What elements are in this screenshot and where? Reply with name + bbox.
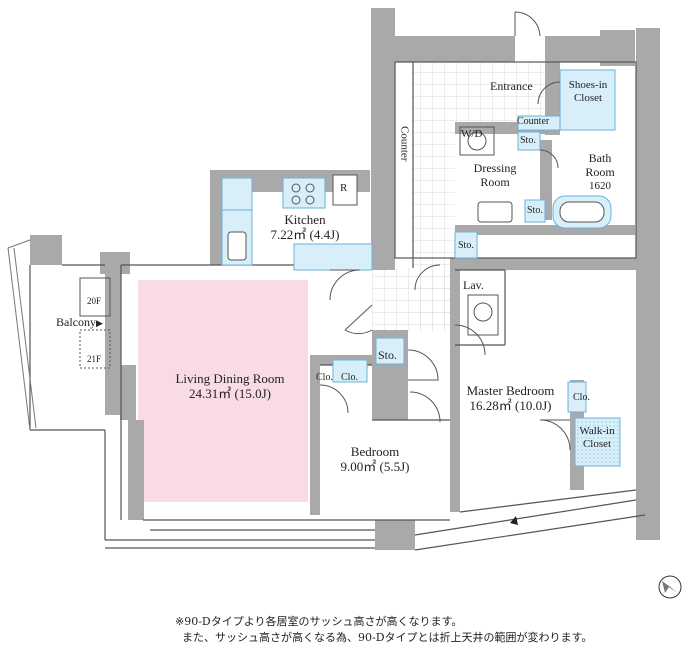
- walkin-dots: [575, 418, 620, 466]
- bath-fixtures: [332, 126, 612, 383]
- living-room-highlight: [138, 280, 308, 502]
- door-swings: [319, 11, 571, 451]
- ac-unit-21f: [79, 329, 111, 369]
- living-name: Living Dining Room: [175, 371, 285, 386]
- clo-bed1-label: Clo.: [316, 372, 333, 383]
- bath-room-label: Bath Room 1620: [575, 151, 625, 192]
- entrance-tile-floor: [413, 62, 558, 122]
- footnote-line1: ※90-Dタイプより各居室のサッシュ高さが高くなります。: [175, 615, 463, 628]
- bedroom-area: 9.00㎡ (5.5J): [340, 458, 410, 474]
- clo-master-label: Clo.: [573, 392, 590, 403]
- bath-line1: Bath: [588, 151, 612, 165]
- window-marker-icon: [510, 516, 518, 525]
- master-bedroom-label: Master Bedroom 16.28㎡ (10.0J): [458, 383, 563, 414]
- balcony-label: Balcony▶: [56, 315, 103, 330]
- entrance-label: Entrance: [490, 79, 533, 93]
- balcony-arrow-icon: ▶: [96, 318, 103, 328]
- bedroom-name: Bedroom: [350, 444, 400, 459]
- cooktop-icon: [291, 183, 315, 205]
- living-highlight-notch: [121, 280, 138, 360]
- kitchen-fixtures: [221, 177, 373, 271]
- clo-bed2-label: Clo.: [341, 372, 358, 383]
- kitchen-sink: [227, 231, 247, 261]
- sto-center-label: Sto.: [378, 348, 398, 362]
- sto-bath-label: Sto.: [527, 205, 543, 216]
- living-area: 24.31㎡ (15.0J): [189, 385, 271, 401]
- shoes-closet-label: Shoes-in Closet: [563, 79, 613, 104]
- bath-line2: Room: [585, 164, 615, 179]
- master-area: 16.28㎡ (10.0J): [469, 397, 552, 413]
- ac-unit-20f: [79, 277, 111, 317]
- north-arrow-icon: [658, 575, 682, 599]
- bedroom-label: Bedroom 9.00㎡ (5.5J): [325, 444, 425, 475]
- counter-corridor-label: Counter: [398, 126, 411, 162]
- balcony-rails: [7, 239, 37, 431]
- dressing-line2: Room: [480, 174, 510, 189]
- kitchen-area: 7.22㎡ (4.4J): [270, 226, 340, 242]
- footnote-line2: また、サッシュ高さが高くなる為、90-Dタイプとは折上天井の範囲が変わります。: [182, 631, 593, 644]
- fridge-label: R: [340, 182, 348, 194]
- living-dining-label: Living Dining Room 24.31㎡ (15.0J): [160, 371, 300, 402]
- fridge-space: [332, 174, 358, 206]
- floor-20f-label: 20F: [87, 296, 102, 306]
- kitchen-name: Kitchen: [284, 212, 326, 227]
- walkin-line2: Closet: [582, 437, 612, 450]
- master-name: Master Bedroom: [466, 383, 555, 398]
- kitchen-label: Kitchen 7.22㎡ (4.4J): [255, 212, 355, 243]
- floor-21f-label: 21F: [87, 354, 102, 364]
- lav-label: Lav.: [463, 278, 484, 292]
- hall-tile-floor: [372, 268, 456, 330]
- shoes-closet-line2: Closet: [573, 91, 603, 104]
- bath-size: 1620: [589, 179, 611, 192]
- dressing-line1: Dressing: [473, 161, 517, 175]
- wd-label: W/D: [461, 128, 483, 140]
- sto-dressing-label: Sto.: [520, 135, 536, 146]
- sto-corridor-label: Sto.: [458, 240, 474, 251]
- counter-entrance-label: Counter: [517, 116, 550, 127]
- shoes-closet-line1: Shoes-in: [568, 79, 608, 91]
- balcony-text: Balcony: [56, 315, 96, 329]
- walkin-closet-label: Walk-in Closet: [573, 425, 621, 450]
- walkin-line1: Walk-in: [579, 425, 615, 437]
- dressing-room-label: Dressing Room: [465, 161, 525, 190]
